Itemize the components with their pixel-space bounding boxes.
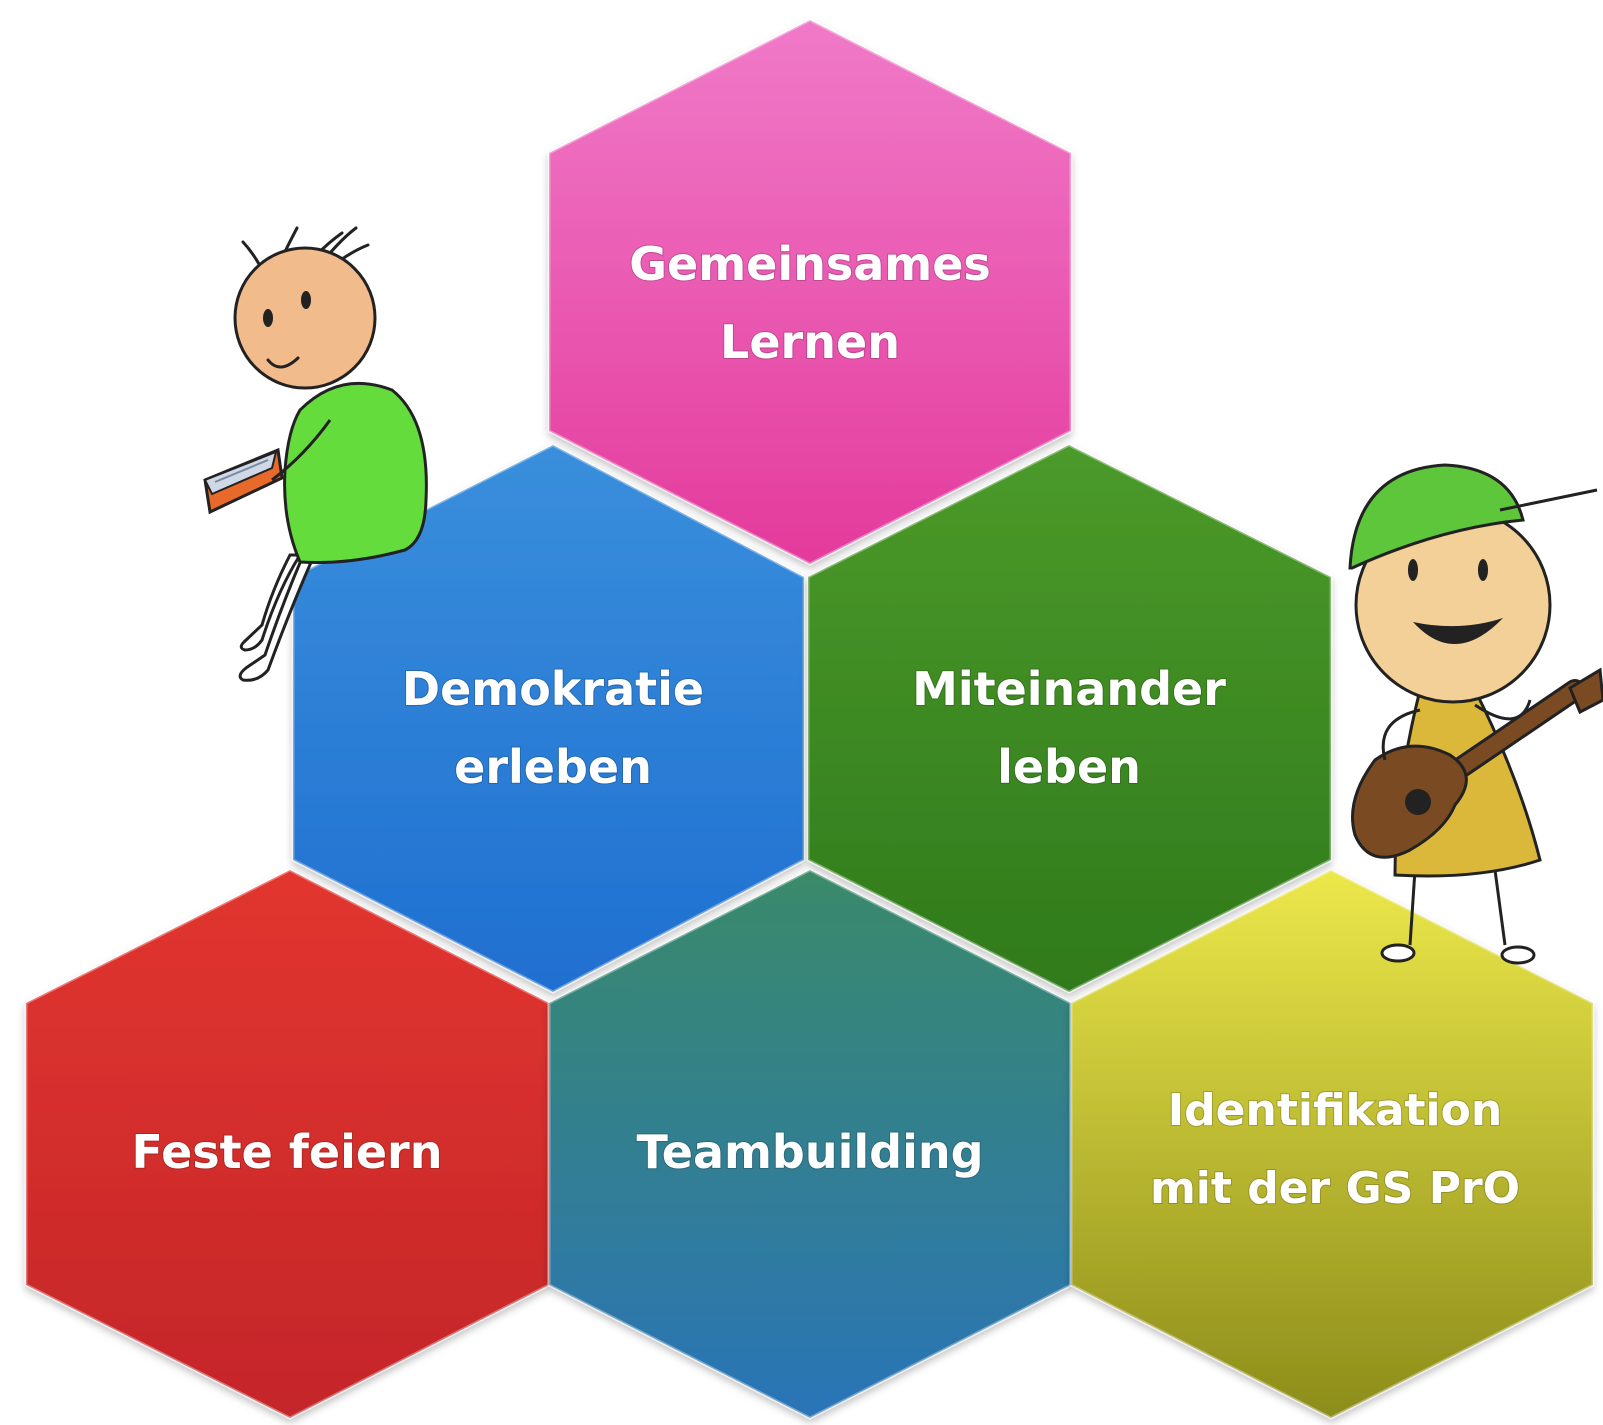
hex-feste-feiern: Feste feiern (24, 868, 551, 1420)
guitarist-character (1348, 463, 1603, 965)
reader-arm (271, 419, 332, 482)
guitarist-face (1408, 559, 1503, 645)
hex-label: Demokratie (402, 662, 704, 716)
hex-label: erleben (454, 740, 652, 794)
reader-face (263, 291, 311, 369)
hex-gemeinsames-lernen: Gemeinsames Lernen (547, 18, 1073, 566)
reader-head (233, 246, 377, 390)
hex-label: Miteinander (912, 662, 1226, 716)
hex-label: Feste feiern (132, 1125, 443, 1179)
hex-label: Lernen (720, 315, 900, 369)
cap-icon (1348, 463, 1598, 570)
hex-label: leben (997, 740, 1141, 794)
hex-miteinander-leben: Miteinander leben (806, 443, 1333, 994)
reader-shirt (283, 381, 428, 564)
hex-label: Teambuilding (636, 1125, 983, 1179)
reader-character (203, 226, 428, 682)
tablet-icon (203, 447, 284, 515)
hex-label: Gemeinsames (629, 237, 991, 291)
hex-teambuilding: Teambuilding (547, 868, 1073, 1420)
hex-label: Identifikation (1168, 1085, 1502, 1136)
hex-demokratie-erleben: Demokratie erleben (291, 443, 806, 994)
hex-identifikation: Identifikation mit der GS PrO (1069, 868, 1595, 1420)
guitarist-legs (1380, 869, 1536, 965)
guitar-icon (1351, 667, 1603, 859)
hex-label: mit der GS PrO (1150, 1163, 1520, 1214)
reader-legs (238, 553, 315, 682)
